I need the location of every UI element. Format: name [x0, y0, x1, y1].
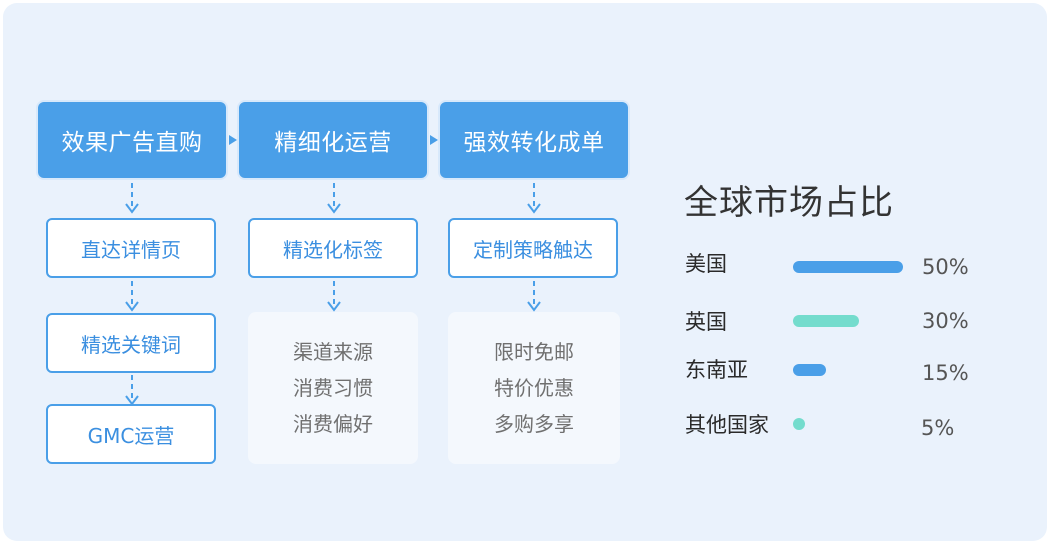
market-pct-us: 50% [922, 255, 969, 279]
flow-item-gmc: GMC运营 [46, 404, 216, 464]
note-text: 多购多享 [494, 412, 574, 436]
market-pct-uk: 30% [922, 309, 969, 333]
flow-header-3: 强效转化成单 [440, 102, 628, 178]
arrow-right-icon [227, 132, 239, 148]
notes-card-offers: 限时免邮 特价优惠 多购多享 [448, 312, 620, 464]
flow-header-1: 效果广告直购 [38, 102, 226, 178]
market-bar-sea [793, 364, 826, 376]
note-text: 消费习惯 [293, 376, 373, 400]
market-label-us: 美国 [685, 252, 727, 276]
market-label-sea: 东南亚 [685, 358, 748, 382]
market-bar-us [793, 261, 903, 273]
arrow-down-icon [324, 182, 344, 216]
note-text: 渠道来源 [293, 340, 373, 364]
flow-item-keywords: 精选关键词 [46, 313, 216, 373]
flow-item-detail-page: 直达详情页 [46, 218, 216, 278]
market-bar-other [793, 418, 805, 430]
market-pct-other: 5% [921, 416, 955, 440]
arrow-down-icon [524, 280, 544, 314]
market-label-uk: 英国 [685, 310, 727, 334]
diagram-canvas: 效果广告直购 直达详情页 精选关键词 GMC运营 精细化运营 精选化标签 渠道来… [3, 3, 1047, 541]
arrow-down-icon [524, 182, 544, 216]
arrow-down-icon [122, 280, 142, 314]
flow-item-tags: 精选化标签 [248, 218, 418, 278]
arrow-right-icon [428, 132, 440, 148]
arrow-down-icon [122, 374, 142, 408]
notes-card-channels: 渠道来源 消费习惯 消费偏好 [248, 312, 418, 464]
market-label-other: 其他国家 [685, 413, 769, 437]
market-pct-sea: 15% [922, 361, 969, 385]
arrow-down-icon [122, 182, 142, 216]
note-text: 特价优惠 [494, 376, 574, 400]
flow-header-2: 精细化运营 [239, 102, 427, 178]
market-bar-uk [793, 315, 859, 327]
arrow-down-icon [324, 280, 344, 314]
market-title: 全球市场占比 [684, 183, 894, 223]
note-text: 消费偏好 [293, 412, 373, 436]
flow-item-strategy: 定制策略触达 [448, 218, 618, 278]
note-text: 限时免邮 [494, 340, 574, 364]
